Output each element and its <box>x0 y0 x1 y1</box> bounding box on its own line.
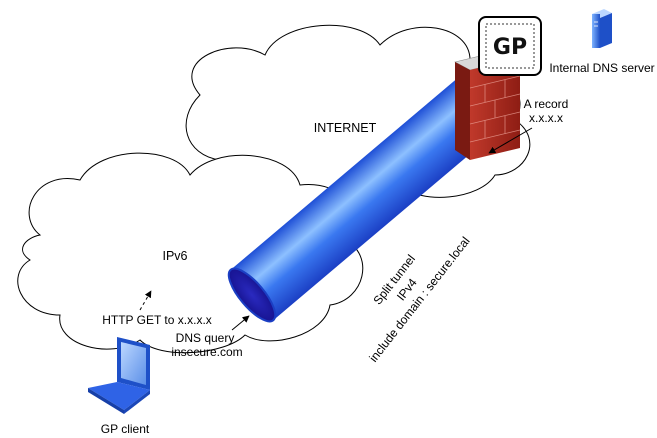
internet-label: INTERNET <box>314 121 377 135</box>
a-record-line1: A record <box>524 97 569 111</box>
ipv6-label: IPv6 <box>162 249 187 263</box>
gp-logo: GP <box>478 16 542 76</box>
laptop-icon <box>88 337 150 414</box>
a-record-line2: x.x.x.x <box>529 111 563 125</box>
gp-client-label: GP client <box>101 422 150 436</box>
dns-query-line2: insecure.com <box>171 345 242 359</box>
dns-query-arrow <box>231 315 250 331</box>
a-record-arrow <box>488 127 533 154</box>
tunnel-near-end <box>227 267 277 323</box>
dns-server-label: Internal DNS server <box>549 61 654 75</box>
dns-server-icon <box>592 9 612 48</box>
http-get-label: HTTP GET to x.x.x.x <box>102 313 212 327</box>
gp-logo-text: GP <box>493 35 527 60</box>
firewall <box>454 49 521 160</box>
dns-query-line1: DNS query <box>176 331 235 345</box>
http-get-arrow <box>139 290 152 311</box>
